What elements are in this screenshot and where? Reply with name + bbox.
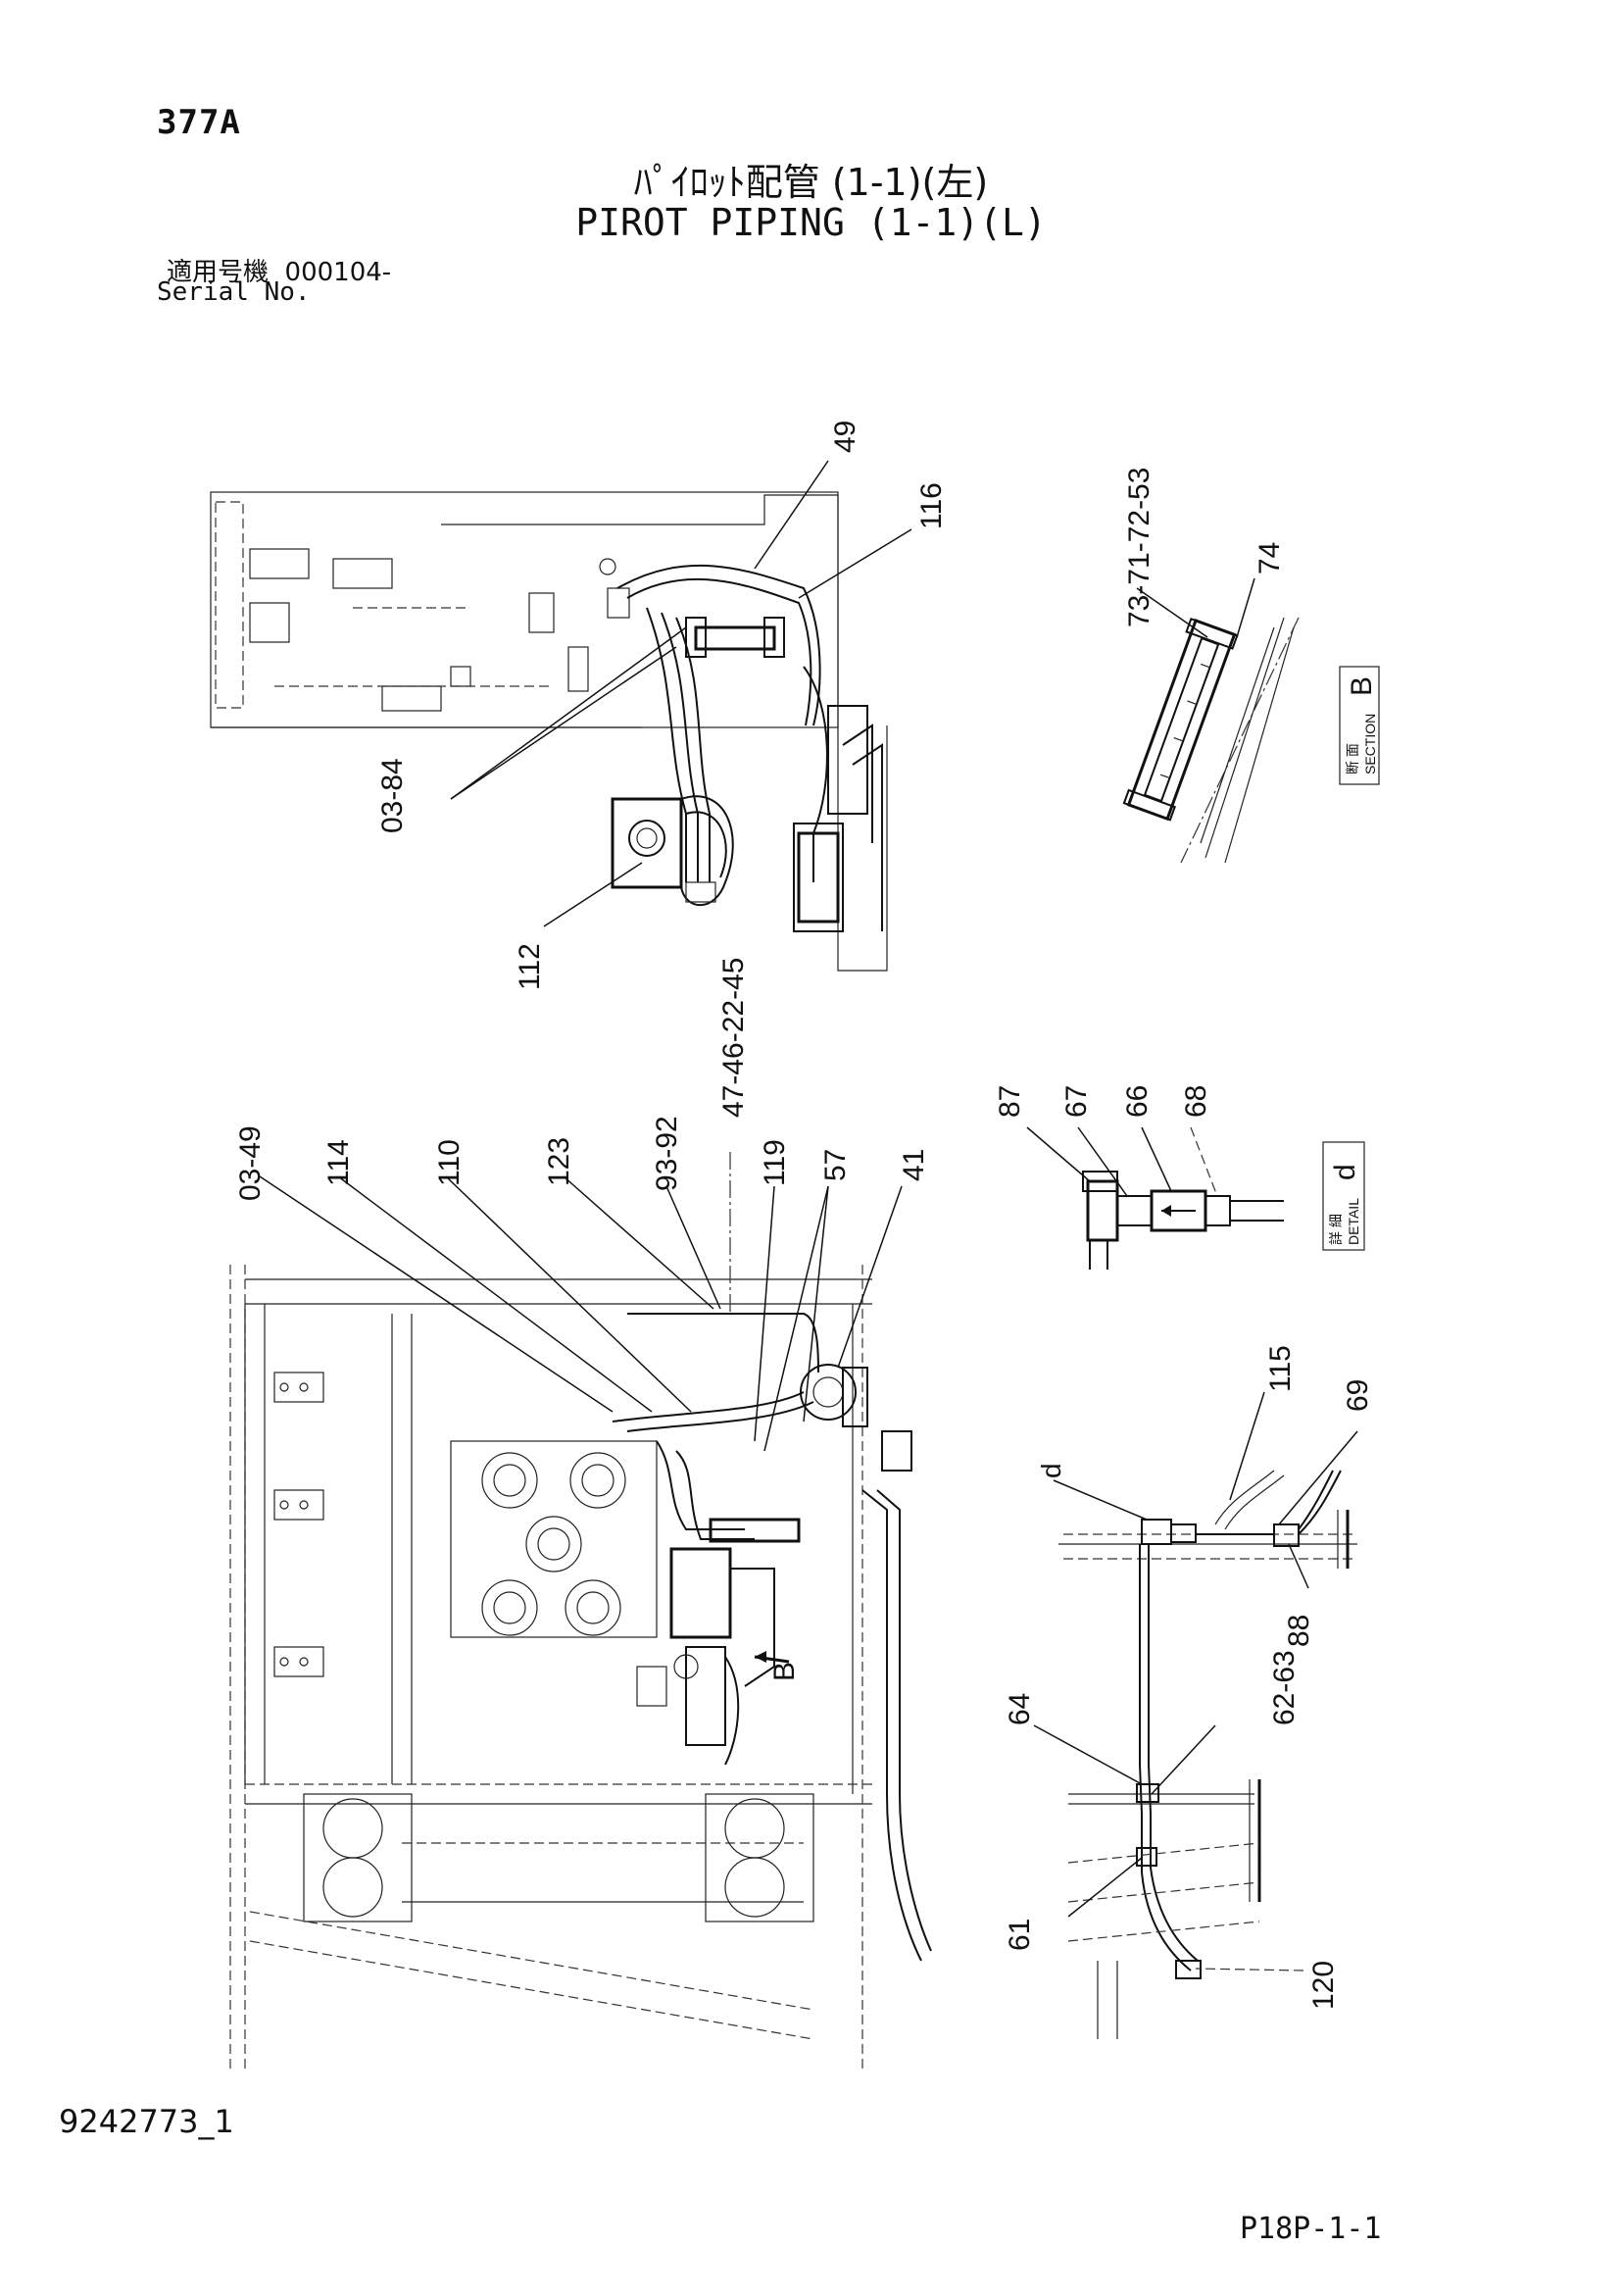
callout-57: 57 bbox=[819, 1149, 852, 1181]
title-japanese: ﾊﾟｲﾛｯﾄ配管 (1-1)(左) bbox=[633, 161, 989, 204]
serial-value: 000104- bbox=[284, 258, 392, 287]
callout-112: 112 bbox=[514, 943, 546, 990]
page-code: 377A bbox=[157, 103, 241, 142]
callout-labels: 49 116 03-84 112 73-71-72-53 74 03-49 11… bbox=[234, 421, 1374, 2010]
callout-03-84: 03-84 bbox=[376, 758, 409, 833]
callout-03-49: 03-49 bbox=[234, 1125, 267, 1201]
detail-box-jp: 詳 細 bbox=[1328, 1214, 1344, 1245]
detail-box-letter: d bbox=[1329, 1164, 1361, 1180]
detail-d-box: 詳 細 DETAIL d bbox=[1322, 1141, 1365, 1251]
section-b-drawing bbox=[1122, 617, 1300, 864]
title-english: PIROT PIPING (1-1)(L) bbox=[575, 201, 1047, 244]
top-view-drawing bbox=[210, 491, 888, 972]
main-view-drawing: B bbox=[229, 1265, 932, 2069]
section-b-box: 断 面 SECTION B bbox=[1339, 666, 1380, 785]
side-view-drawing bbox=[1058, 1470, 1357, 2039]
callout-64: 64 bbox=[1004, 1693, 1036, 1725]
callout-116: 116 bbox=[915, 482, 948, 529]
callout-68: 68 bbox=[1180, 1085, 1212, 1118]
detail-d-drawing bbox=[1082, 1171, 1284, 1270]
callout-73-71-72-53: 73-71-72-53 bbox=[1123, 468, 1155, 627]
callout-47-46-22-45: 47-46-22-45 bbox=[717, 958, 750, 1118]
section-box-en: SECTION bbox=[1362, 714, 1378, 774]
section-box-jp: 断 面 bbox=[1345, 743, 1360, 774]
leader-lines bbox=[259, 460, 1358, 1972]
callout-87: 87 bbox=[994, 1085, 1026, 1118]
callout-119: 119 bbox=[759, 1139, 791, 1186]
detail-box-en: DETAIL bbox=[1346, 1198, 1361, 1245]
callout-41: 41 bbox=[898, 1149, 930, 1181]
callout-61: 61 bbox=[1004, 1919, 1036, 1951]
section-box-letter: B bbox=[1346, 676, 1378, 696]
callout-69: 69 bbox=[1342, 1379, 1374, 1412]
callout-120: 120 bbox=[1307, 1961, 1340, 2010]
serial-label-english: Serial No. bbox=[157, 277, 311, 307]
callout-49: 49 bbox=[829, 421, 861, 453]
callout-114: 114 bbox=[322, 1139, 355, 1186]
callout-93-92: 93-92 bbox=[651, 1116, 683, 1191]
document-number: 9242773_1 bbox=[59, 2103, 234, 2140]
page-number: P18P-1-1 bbox=[1240, 2212, 1382, 2246]
callout-74: 74 bbox=[1253, 542, 1286, 574]
callout-67: 67 bbox=[1060, 1085, 1093, 1118]
callout-88: 88 bbox=[1283, 1615, 1315, 1647]
callout-123: 123 bbox=[543, 1137, 575, 1186]
serial-label-jp-text: 適用号機 bbox=[167, 258, 270, 287]
detail-ref-d: d bbox=[1036, 1463, 1066, 1478]
section-marker-b: B bbox=[768, 1662, 801, 1681]
callout-66: 66 bbox=[1121, 1085, 1154, 1118]
serial-label-japanese: 適用号機 000104- bbox=[167, 252, 391, 288]
callout-115: 115 bbox=[1264, 1345, 1297, 1392]
callout-62-63: 62-63 bbox=[1268, 1650, 1301, 1725]
callout-110: 110 bbox=[433, 1139, 466, 1186]
